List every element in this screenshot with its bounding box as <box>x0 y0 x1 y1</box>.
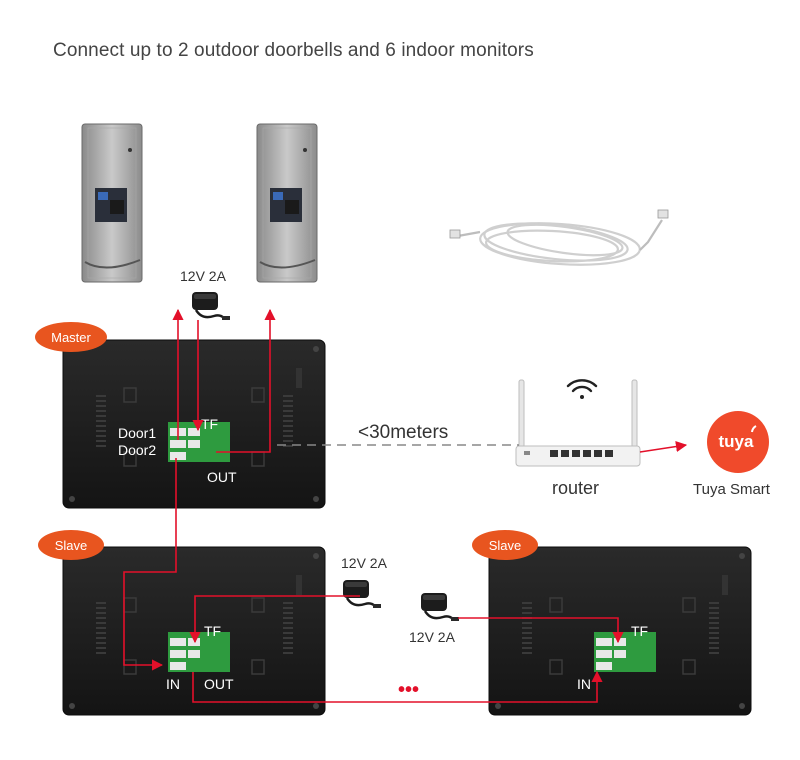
cable-coil <box>449 209 669 266</box>
wire-door2 <box>216 308 276 453</box>
master-monitor <box>62 339 326 509</box>
power-label-slave1: 12V 2A <box>341 555 388 571</box>
slave-label-2: Slave <box>489 538 522 553</box>
outdoor-doorbell-1 <box>81 123 143 283</box>
slave-label-1: Slave <box>55 538 88 553</box>
tuya-logo: tuya <box>707 411 769 473</box>
power-adapter-slave2 <box>419 591 461 623</box>
wiring <box>123 308 688 703</box>
more-indicator: ••• <box>398 679 419 701</box>
router <box>515 379 641 467</box>
door1-label: Door1 <box>118 425 156 441</box>
door2-label: Door2 <box>118 442 156 458</box>
slave-badge-1: Slave <box>38 530 104 560</box>
slave-badge-2: Slave <box>472 530 538 560</box>
wifi-icon <box>566 379 598 399</box>
wire-master-to-slave1 <box>123 458 177 671</box>
outdoor-doorbell-2 <box>256 123 318 283</box>
power-adapter-slave1 <box>341 578 383 610</box>
master-label: Master <box>51 330 91 345</box>
power-label-master: 12V 2A <box>180 268 227 284</box>
router-label: router <box>552 478 599 498</box>
power-label-slave2: 12V 2A <box>409 629 456 645</box>
wire-power-slave1 <box>189 595 360 644</box>
slave-monitor-1 <box>62 546 326 716</box>
wire-router-to-tuya <box>639 440 688 453</box>
slave2-in-label: IN <box>577 676 591 692</box>
distance-label: <30meters <box>358 422 448 443</box>
slave1-in-label: IN <box>166 676 180 692</box>
master-badge: Master <box>35 322 107 352</box>
master-out-label: OUT <box>207 469 237 485</box>
wire-power-slave2 <box>458 617 624 644</box>
page-title: Connect up to 2 outdoor doorbells and 6 … <box>53 40 534 61</box>
slave1-tf-label: TF <box>204 623 221 639</box>
slave2-tf-label: TF <box>631 623 648 639</box>
slave1-out-label: OUT <box>204 676 234 692</box>
master-tf-label: TF <box>201 416 218 432</box>
wire-slave1-to-slave2 <box>192 670 603 703</box>
tuya-brand-text: tuya <box>719 432 755 451</box>
power-adapter-master <box>190 290 232 322</box>
slave-monitor-2 <box>488 546 752 716</box>
tuya-smart-label: Tuya Smart <box>693 481 771 498</box>
